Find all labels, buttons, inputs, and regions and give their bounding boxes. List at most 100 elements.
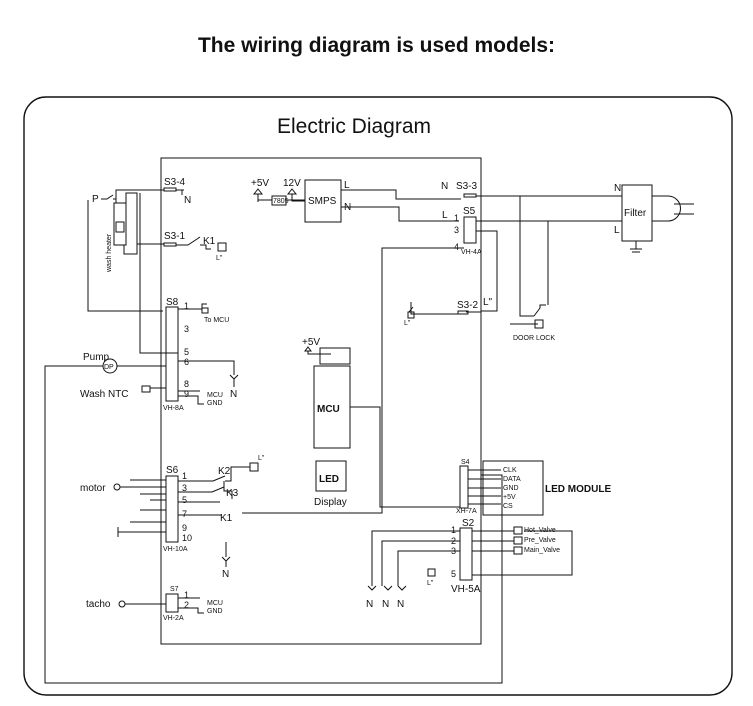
mcu-plus5v-label: +5V: [302, 337, 320, 348]
s7-pin-1: 1: [184, 590, 189, 600]
ntc-mcu: MCU: [207, 392, 223, 399]
s2-type: VH-5A: [451, 584, 481, 595]
ntc-gnd: GND: [207, 400, 223, 407]
s8-heater-wires: [139, 193, 235, 375]
led-signal-cs: CS: [503, 503, 513, 510]
smps-n-wire: [341, 206, 459, 222]
motor-label: motor: [80, 483, 106, 494]
s6-pin-3: 3: [182, 483, 187, 493]
main-valve-label: Main_Valve: [524, 547, 560, 554]
s8-pin-8: 8: [184, 379, 189, 389]
s3-2-terminal: [407, 311, 415, 319]
diagram-title: Electric Diagram: [277, 115, 431, 138]
k1b-label: K1: [220, 513, 233, 524]
hot-valve-label: Hot_Valve: [524, 527, 556, 534]
display-label: Display: [314, 497, 347, 508]
s3-1-connector: [163, 242, 177, 247]
heater-group: P S3-4 N wash heater S3-1 K1 L": [87, 177, 227, 312]
pre-valve-coil: [513, 536, 523, 545]
k2-l-terminal: [249, 462, 259, 472]
s7-label: S7: [170, 586, 179, 593]
s2-pin-5: 5: [451, 569, 456, 579]
s6-pin-5: 5: [182, 495, 187, 505]
k2-l-label: L": [258, 455, 265, 462]
doorlock-feed: [519, 196, 549, 317]
s3-3-connector: [463, 193, 477, 198]
regulator-chip-label: 7805: [273, 198, 289, 205]
k1-l-label: L": [216, 255, 223, 262]
mcu-cap: [319, 347, 351, 365]
mcu-led-bus: [350, 406, 460, 508]
diagram-frame: [23, 96, 733, 696]
valve-n-2: N: [382, 599, 389, 610]
s2-connector: [459, 527, 473, 581]
tacho-icon: [118, 600, 126, 608]
s8-label: S8: [166, 297, 179, 308]
led-module-wires: [468, 469, 501, 505]
s8-pin1-terminal: [201, 307, 209, 314]
heater-wires: [87, 192, 163, 312]
s3-3-n-label: N: [441, 181, 448, 192]
k1-relay-wire: [137, 236, 211, 250]
s2-label: S2: [462, 518, 475, 529]
tacho-gnd: GND: [207, 608, 223, 615]
s3-2-l-out: L": [483, 297, 493, 308]
doorlock-body: [534, 319, 544, 329]
pump-label: Pump: [83, 352, 110, 363]
s7-pin-2: 2: [184, 600, 189, 610]
led-signal-5v: +5V: [503, 494, 516, 501]
smps-label: SMPS: [308, 196, 337, 207]
s8-pin-9: 9: [184, 389, 189, 399]
k1-l-terminal: [217, 242, 227, 252]
s6-triac-icon: [221, 556, 231, 567]
s6-type: VH-10A: [163, 546, 188, 553]
s4-connector: [459, 465, 469, 509]
s6-pin-10: 10: [182, 533, 192, 543]
valve-wires: [371, 530, 573, 586]
s8-pin1-wire: [178, 303, 207, 310]
p-label: P: [92, 194, 99, 205]
s7-type: VH-2A: [163, 615, 184, 622]
led-module-label: LED MODULE: [545, 484, 611, 495]
led-signal-gnd: GND: [503, 485, 519, 492]
s3-4-label: S3-4: [164, 177, 186, 188]
wash-heater-element: [113, 202, 127, 246]
valve-triac-icons: [367, 585, 407, 591]
s5-pin-3: 3: [454, 225, 459, 235]
plus5v-label: +5V: [251, 178, 269, 189]
s6-n-label: N: [222, 569, 229, 580]
smps-group: +5V 12V 7805 SMPS L N: [251, 178, 351, 223]
wash-heater-label: wash heater: [106, 233, 113, 273]
k2-label: K2: [218, 466, 231, 477]
s8-pin-1: 1: [184, 301, 189, 311]
mcu-plus5v-icon: [304, 346, 331, 355]
k1-label: K1: [203, 236, 216, 247]
s2-l-label: L": [427, 580, 434, 587]
s8-pin-3: 3: [184, 324, 189, 334]
s5-l-label: L: [442, 210, 448, 221]
s6-connector: [165, 475, 179, 543]
page-title: The wiring diagram is used models:: [197, 34, 556, 57]
doorlock-switch-icon: [510, 304, 546, 325]
led-signal-data: DATA: [503, 476, 521, 483]
s5-label: S5: [463, 206, 476, 217]
main-board: [160, 157, 482, 645]
wash-ntc-label: Wash NTC: [80, 389, 129, 400]
s3-2-label: S3-2: [457, 300, 479, 311]
s2-l-terminal: [427, 568, 436, 577]
filter-block: [621, 184, 653, 242]
led-signal-clk: CLK: [503, 467, 517, 474]
smps-l-wire: [341, 189, 461, 200]
filter-n-label: N: [614, 183, 621, 194]
s8-pin-6: 6: [184, 357, 189, 367]
s8-n-label: N: [230, 389, 237, 400]
led-display-block: [315, 460, 347, 492]
regulator-wires: [257, 199, 305, 202]
s7-connector: [165, 593, 179, 613]
s2-pin-1: 1: [451, 525, 456, 535]
s8-pin-5: 5: [184, 347, 189, 357]
s6-pin-9: 9: [182, 523, 187, 533]
v12-arrow-icon: [286, 188, 305, 202]
s6-label: S6: [166, 465, 179, 476]
plug-icon: [630, 195, 694, 253]
